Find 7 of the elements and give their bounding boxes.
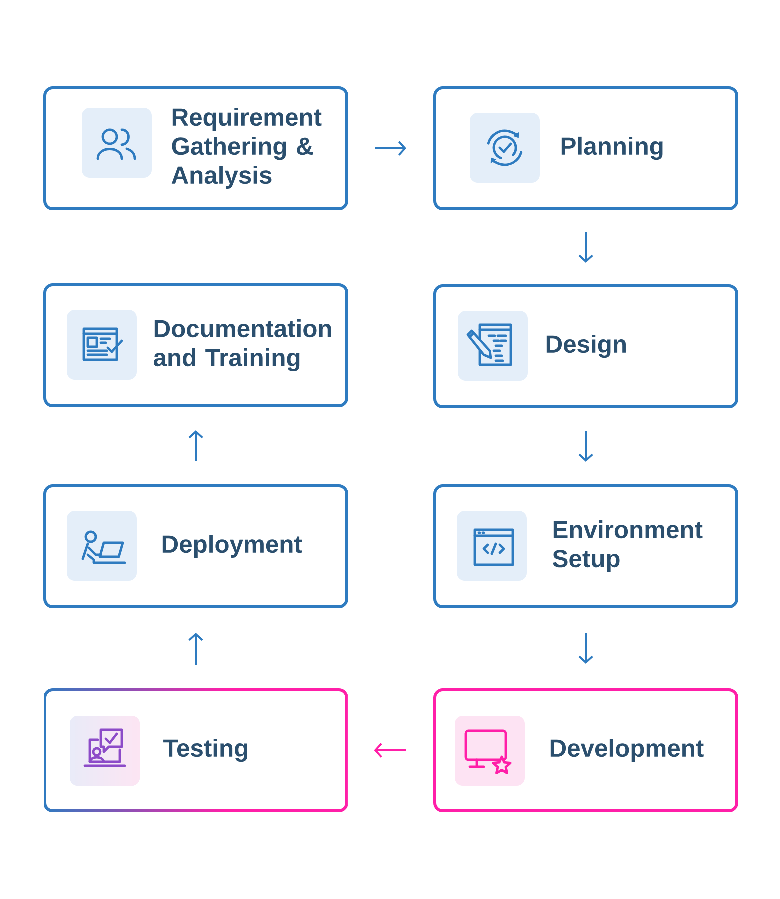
arrow	[374, 743, 406, 758]
arrow	[188, 633, 204, 666]
arrow	[578, 431, 594, 462]
arrow	[578, 633, 594, 664]
arrow	[188, 430, 204, 462]
arrow	[376, 141, 406, 156]
arrow	[578, 232, 594, 264]
